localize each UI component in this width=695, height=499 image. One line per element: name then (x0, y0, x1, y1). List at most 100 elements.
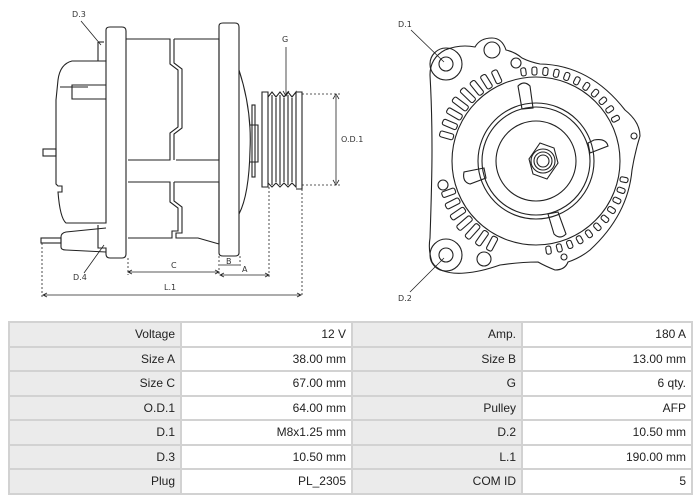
shaft (530, 148, 556, 174)
d1-mount-boss (429, 47, 463, 81)
spec-label: Plug (8, 468, 182, 495)
cooling-fin (469, 79, 484, 96)
spec-label: D.3 (8, 443, 182, 470)
housing-upper (126, 38, 179, 161)
cooling-fin (610, 114, 621, 123)
d2-label: D.2 (398, 294, 412, 303)
spec-label: L.1 (351, 443, 523, 470)
fan-spoke (517, 82, 534, 110)
d2-mount-boss (429, 238, 463, 272)
g-label: G (282, 35, 288, 44)
spec-label: Amp. (351, 321, 523, 348)
b-label: B (226, 257, 232, 266)
cooling-fin (598, 96, 608, 106)
a-label: A (242, 265, 248, 274)
cooling-fins (438, 66, 629, 255)
cooling-fin (464, 223, 481, 240)
cooling-fin (446, 107, 463, 121)
fan-spoke (547, 211, 567, 238)
spec-value: 10.50 mm (180, 443, 353, 470)
cooling-fin (444, 197, 461, 210)
cooling-fin (441, 187, 457, 198)
cooling-fin (545, 245, 552, 255)
cooling-fin (459, 87, 476, 104)
shaft-nut (528, 142, 559, 180)
cooling-fin (449, 206, 467, 221)
rotor-outer (451, 76, 621, 246)
cooling-fin (616, 186, 626, 194)
d3-label: D.3 (72, 10, 86, 19)
rear-stud (42, 148, 57, 157)
cooling-fin (491, 69, 503, 85)
spec-value: 67.00 mm (180, 370, 353, 397)
cooling-fin (451, 96, 469, 112)
cooling-fin (486, 235, 499, 252)
cooling-fin (619, 176, 629, 184)
cooling-fin (456, 215, 473, 231)
cooling-fin (555, 243, 563, 253)
spec-value: 12 V (180, 321, 353, 348)
front-housing-outline (428, 37, 641, 274)
cooling-fin (552, 68, 560, 78)
spec-label: Size C (8, 370, 182, 397)
cooling-fin (605, 105, 615, 114)
cooling-fin (572, 76, 581, 86)
d1-mount-hole (438, 56, 454, 72)
spec-value: PL_2305 (180, 468, 353, 495)
cooling-fin (606, 205, 616, 215)
spec-value: 13.00 mm (521, 345, 693, 372)
cooling-fin (590, 88, 600, 98)
side-view: O.D.1 G D.3 D.4 C B A L.1 (40, 10, 363, 298)
spec-label: D.1 (8, 419, 182, 446)
cooling-fin (441, 118, 458, 131)
housing-lower (128, 181, 179, 239)
cooling-fin (438, 130, 455, 141)
cooling-fin (584, 229, 594, 239)
spec-label: Voltage (8, 321, 182, 348)
cooling-fin (565, 239, 574, 250)
front-bracket (218, 22, 240, 257)
spec-value: 180 A (521, 321, 693, 348)
cooling-fin (575, 235, 584, 245)
cooling-fin (563, 71, 571, 82)
cooling-fin (600, 214, 610, 224)
d1-label: D.1 (398, 20, 412, 29)
cooling-fin (475, 229, 489, 247)
technical-drawing: O.D.1 G D.3 D.4 C B A L.1 (40, 10, 641, 303)
cooling-fin (520, 67, 527, 77)
cooling-fin (593, 222, 602, 232)
spec-label: Pulley (351, 394, 523, 421)
cooling-fin (582, 81, 591, 91)
spec-value: 6 qty. (521, 370, 693, 397)
od1-label: O.D.1 (341, 135, 363, 144)
spec-label: Size B (351, 345, 523, 372)
spec-value: M8x1.25 mm (180, 419, 353, 446)
spec-value: 10.50 mm (521, 419, 693, 446)
spec-value: 190.00 mm (521, 443, 693, 470)
pulley (261, 90, 303, 190)
cooling-fin (612, 196, 622, 205)
fan-spoke (463, 167, 487, 185)
spec-value: AFP (521, 394, 693, 421)
front-view: D.1 D.2 (398, 20, 641, 303)
l1-label: L.1 (164, 283, 176, 292)
rear-bracket (97, 26, 127, 259)
spec-value: 5 (521, 468, 693, 495)
d4-label: D.4 (73, 273, 87, 282)
spec-label: Size A (8, 345, 182, 372)
cooling-fin (531, 66, 538, 76)
spec-value: 38.00 mm (180, 345, 353, 372)
fan-spoke (587, 139, 609, 154)
hub (251, 104, 256, 178)
spec-label: D.2 (351, 419, 523, 446)
spec-label: O.D.1 (8, 394, 182, 421)
d2-mount-hole (438, 247, 454, 263)
